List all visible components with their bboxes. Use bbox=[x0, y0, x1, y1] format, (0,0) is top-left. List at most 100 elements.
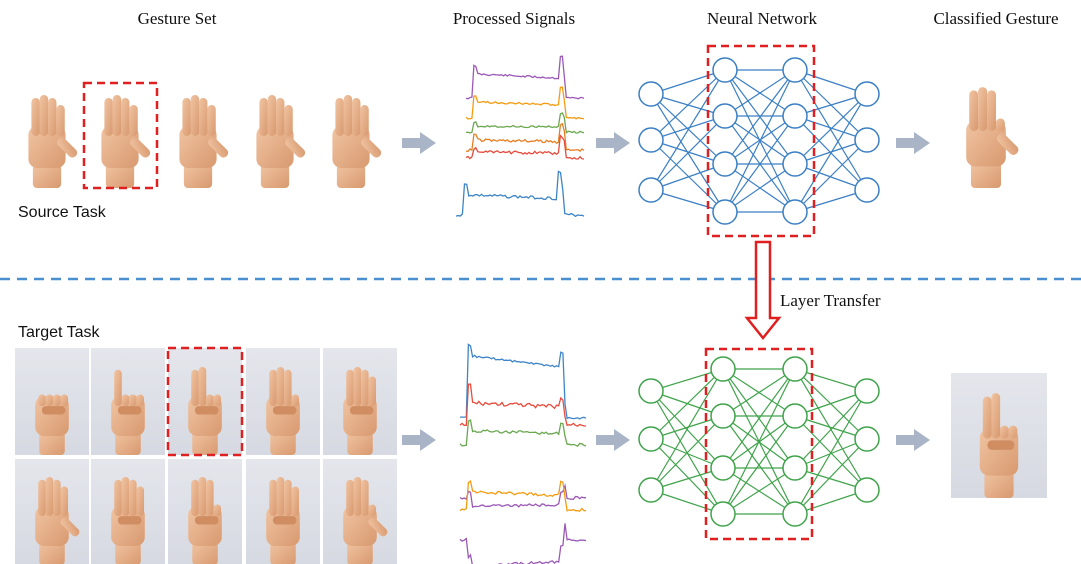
source-hand-open-palm-spread bbox=[256, 95, 306, 188]
flow-arrow-icon bbox=[596, 429, 630, 451]
network-connection bbox=[650, 139, 726, 165]
network-node bbox=[710, 501, 736, 527]
flow-arrow-icon bbox=[896, 429, 930, 451]
network-node bbox=[638, 378, 664, 404]
network-node bbox=[710, 455, 736, 481]
network-node bbox=[782, 455, 808, 481]
network-node bbox=[782, 57, 808, 83]
signal-trace bbox=[459, 418, 587, 448]
header-gesture-set: Gesture Set bbox=[138, 9, 217, 28]
network-node bbox=[638, 426, 664, 452]
network-connection bbox=[650, 163, 726, 191]
network-connection bbox=[650, 69, 726, 141]
network-connection bbox=[650, 115, 726, 141]
signal-trace bbox=[459, 383, 587, 427]
network-node bbox=[782, 103, 808, 129]
network-node bbox=[710, 403, 736, 429]
target-gesture-set bbox=[15, 348, 397, 564]
network-node bbox=[854, 81, 880, 107]
network-node bbox=[854, 477, 880, 503]
source-selected-gesture-box bbox=[82, 81, 159, 190]
header-neural-network: Neural Network bbox=[707, 9, 817, 28]
network-connection bbox=[794, 438, 868, 515]
network-connection bbox=[794, 390, 868, 515]
target-hand-four-fingers bbox=[343, 366, 377, 455]
network-connection bbox=[724, 115, 796, 213]
network-connection bbox=[650, 69, 726, 95]
network-node bbox=[782, 356, 808, 382]
network-connection bbox=[724, 69, 796, 117]
signal-trace bbox=[465, 134, 585, 160]
network-node bbox=[854, 177, 880, 203]
source-hand-open-palm-thumb-out bbox=[28, 95, 78, 188]
network-connection bbox=[650, 139, 726, 213]
target-processed-signals bbox=[459, 343, 587, 564]
target-hand-index-point bbox=[111, 369, 145, 455]
network-connection bbox=[650, 368, 724, 440]
source-hand-open-palm-fingers-together bbox=[101, 95, 151, 188]
layer-transfer-arrow bbox=[744, 240, 782, 341]
network-connection bbox=[650, 438, 724, 515]
network-node bbox=[782, 151, 808, 177]
target-hand-ok-sign bbox=[266, 476, 300, 564]
source-processed-signals bbox=[455, 55, 585, 218]
classified-gesture-target bbox=[951, 373, 1047, 498]
network-connection bbox=[794, 69, 868, 191]
signal-trace bbox=[460, 343, 587, 420]
layer-transfer-label: Layer Transfer bbox=[780, 291, 881, 310]
flow-arrows bbox=[402, 132, 930, 451]
classified-hand-target bbox=[979, 393, 1019, 498]
signal-trace bbox=[459, 523, 587, 564]
network-node bbox=[638, 81, 664, 107]
source-hidden-layers-box bbox=[706, 44, 816, 238]
network-node bbox=[782, 501, 808, 527]
network-node bbox=[854, 378, 880, 404]
network-connection bbox=[724, 69, 796, 165]
network-node bbox=[712, 57, 738, 83]
flow-arrow-icon bbox=[596, 132, 630, 154]
target-hand-open-hand bbox=[35, 476, 80, 564]
network-connection bbox=[650, 189, 726, 213]
network-node bbox=[712, 199, 738, 225]
flow-arrow-icon bbox=[402, 132, 436, 154]
network-node bbox=[782, 403, 808, 429]
source-hand-open-palm-relaxed bbox=[332, 95, 382, 188]
target-neural-network bbox=[638, 356, 880, 527]
network-connection bbox=[722, 415, 796, 515]
signal-trace bbox=[465, 55, 585, 100]
target-hand-three-fingers bbox=[266, 366, 300, 455]
network-connection bbox=[794, 390, 868, 469]
network-node bbox=[854, 426, 880, 452]
classified-hand-source bbox=[966, 87, 1019, 188]
header-processed-signals: Processed Signals bbox=[453, 9, 575, 28]
classified-gesture-source bbox=[966, 87, 1019, 188]
signal-trace bbox=[459, 483, 586, 508]
source-hand-open-palm-thumb-in bbox=[179, 95, 229, 188]
network-node bbox=[638, 177, 664, 203]
network-node bbox=[638, 477, 664, 503]
network-connection bbox=[794, 139, 868, 213]
network-node bbox=[854, 127, 880, 153]
target-hand-four-fingers-thumb-tuck bbox=[343, 476, 388, 564]
target-hidden-layers-box bbox=[704, 347, 814, 541]
network-connection bbox=[794, 93, 868, 165]
network-connection bbox=[650, 415, 724, 491]
network-connection bbox=[724, 69, 796, 213]
network-connection bbox=[794, 93, 868, 213]
network-connection bbox=[722, 467, 796, 515]
flow-arrow-icon bbox=[896, 132, 930, 154]
signal-trace bbox=[455, 170, 585, 218]
network-connection bbox=[650, 368, 724, 491]
target-hand-three-fingers-pinch bbox=[188, 476, 222, 564]
signal-trace bbox=[465, 86, 585, 120]
network-connection bbox=[794, 163, 868, 191]
network-node bbox=[638, 127, 664, 153]
target-hand-fist bbox=[35, 394, 69, 455]
network-node bbox=[710, 356, 736, 382]
network-node bbox=[712, 151, 738, 177]
flow-arrow-icon bbox=[402, 429, 436, 451]
target-hand-four-fingers-thumb-in bbox=[111, 476, 145, 564]
target-task-label: Target Task bbox=[18, 324, 101, 341]
target-hand-victory bbox=[188, 366, 222, 455]
